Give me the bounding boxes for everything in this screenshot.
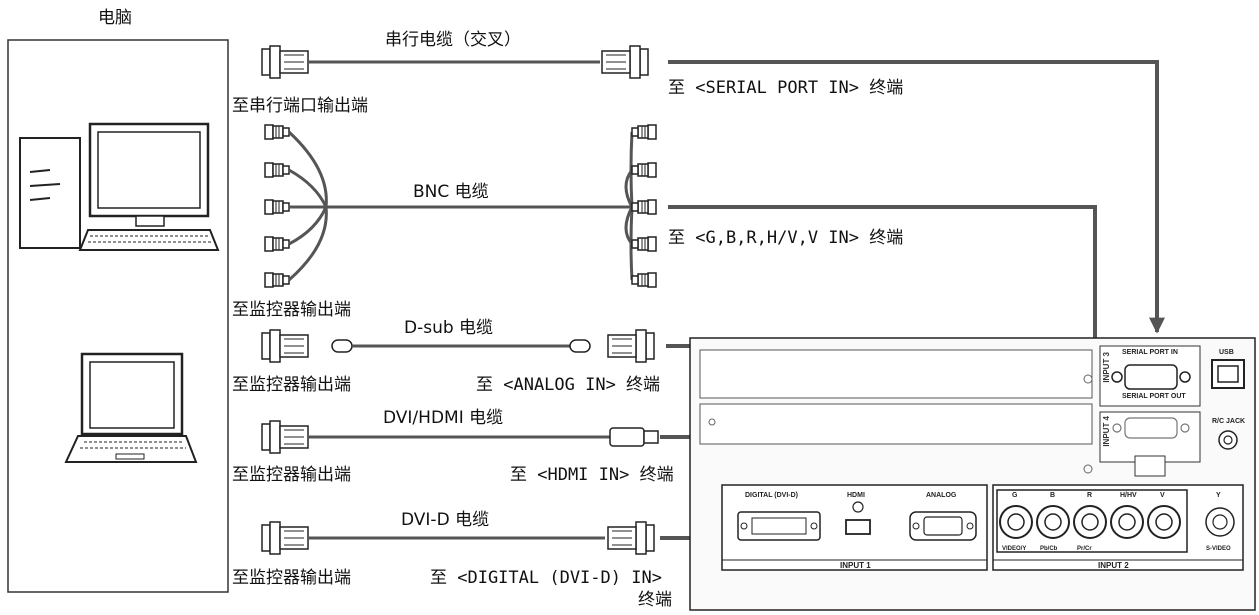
bnc-jack-2	[1073, 505, 1107, 539]
input1-label: INPUT 1	[840, 561, 871, 570]
dsub-source-label: 至监控器输出端	[232, 375, 351, 395]
analog-label: ANALOG	[926, 492, 957, 499]
dvi-d-cable	[261, 521, 655, 555]
input2-label: INPUT 2	[1098, 561, 1129, 570]
bnc-label-4: V	[1160, 492, 1165, 499]
bnc-label-3: H/HV	[1120, 492, 1137, 499]
bnc-cable-label: BNC 电缆	[413, 182, 489, 202]
dvi-hdmi-dest-label: 至 <HDMI IN> 终端	[510, 465, 674, 485]
dvi-hdmi-source-label: 至监控器输出端	[232, 465, 351, 485]
usb-label: USB	[1219, 349, 1234, 356]
serial-source-label: 至串行端口输出端	[232, 96, 368, 116]
serial-port-out-label: SERIAL PORT OUT	[1122, 393, 1186, 400]
bnc-jack-3	[1110, 505, 1144, 539]
bnc-label-1: B	[1050, 492, 1056, 499]
bnc-sublabel-1: Pb/Cb	[1040, 546, 1058, 552]
serial-cable-label: 串行电缆（交叉）	[385, 30, 521, 50]
bnc-jack-1	[1036, 505, 1070, 539]
bnc-source-label: 至监控器输出端	[232, 300, 351, 320]
bnc-label-2: R	[1087, 492, 1093, 499]
bnc-sublabel-0: VIDEO/Y	[1002, 546, 1027, 552]
digital-dvi-label: DIGITAL (DVI-D)	[745, 492, 799, 499]
bnc-label-5: Y	[1216, 492, 1221, 499]
desktop-pc-icon	[19, 122, 220, 251]
dvi-d-cable-label: DVI-D 电缆	[401, 510, 490, 530]
input4-label: INPUT 4	[1102, 416, 1111, 447]
bnc-sublabel-2: Pr/Cr	[1077, 546, 1092, 552]
projector-panel	[689, 337, 1256, 611]
dsub-cable-label: D-sub 电缆	[404, 318, 494, 338]
bnc-dest-label: 至 <G,B,R,H/V,V IN> 终端	[668, 228, 904, 248]
laptop-icon	[64, 352, 198, 463]
bnc-sublabel-5: S-VIDEO	[1206, 546, 1231, 552]
dvi-hdmi-cable	[261, 420, 659, 454]
serial-port-in-label: SERIAL PORT IN	[1122, 349, 1178, 356]
dvi-d-source-label: 至监控器输出端	[232, 568, 351, 588]
hdmi-label: HDMI	[847, 492, 865, 499]
bnc-jack-0	[999, 505, 1033, 539]
dsub-cable	[261, 329, 655, 363]
dvi-d-dest-label-2: 终端	[638, 590, 672, 610]
dvi-d-dest-label: 至 <DIGITAL (DVI-D) IN>	[430, 568, 662, 588]
serial-dest-label: 至 <SERIAL PORT IN> 终端	[668, 78, 904, 98]
rc-jack-label: R/C JACK	[1212, 418, 1246, 425]
dsub-dest-label: 至 <ANALOG IN> 终端	[476, 375, 661, 395]
computer-label: 电脑	[98, 8, 132, 28]
bnc-jack-4	[1147, 505, 1181, 539]
bnc-cable	[264, 124, 657, 288]
serial-cable	[261, 45, 649, 79]
input3-label: INPUT 3	[1102, 352, 1111, 383]
dvi-hdmi-cable-label: DVI/HDMI 电缆	[383, 408, 504, 428]
bnc-label-0: G	[1012, 492, 1018, 499]
